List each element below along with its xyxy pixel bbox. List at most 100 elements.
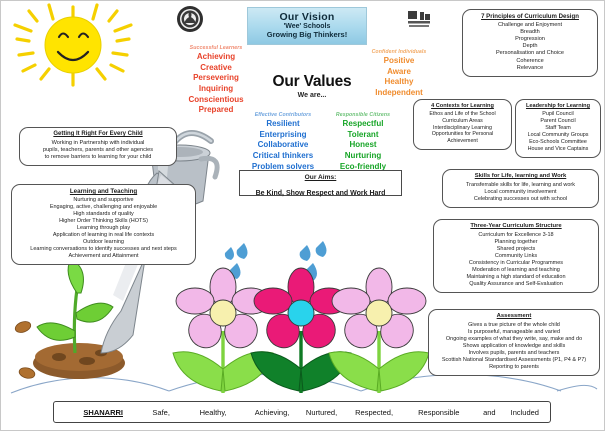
box-line: Consistency in Curricular Programmes — [468, 259, 564, 266]
skills-box: Skills for Life, learning and Work Trans… — [442, 169, 599, 208]
council-emblem-logo — [407, 9, 431, 29]
box-line: Gives a true picture of the whole child — [468, 321, 560, 328]
box-line: Working in Partnership with individual — [51, 139, 145, 146]
flower-right-icon — [328, 267, 430, 393]
box-line: Breadth — [520, 28, 540, 35]
values-subtitle: We are... — [297, 92, 327, 99]
value-item: Independent — [375, 87, 423, 97]
value-item: Nurturing — [344, 150, 382, 160]
box-line: Community Links — [494, 252, 538, 259]
box-line: Depth — [522, 43, 538, 50]
value-item: Resilient — [266, 119, 300, 128]
vision-title: Our Vision — [279, 11, 335, 23]
group-label: Effective Contributors — [254, 112, 312, 118]
leadership-box: Leadership for Learning Pupil Council Pa… — [515, 99, 601, 158]
box-line: Moderation of learning and teaching — [472, 266, 560, 273]
value-item: Creative — [200, 62, 232, 72]
box-line: Application of learning in real life con… — [52, 232, 155, 239]
box-line: High standards of quality — [73, 211, 134, 217]
box-line: Staff Team — [545, 124, 571, 131]
shanarri-word: Achieving, — [254, 407, 290, 417]
shanarri-word: and — [483, 407, 496, 417]
box-line: Ongoing examples of what they write, say… — [445, 335, 583, 342]
value-item: Persevering — [193, 73, 239, 83]
box-line: Relevance — [516, 64, 544, 71]
box-line: Involves pupils, parents and teachers — [468, 349, 560, 356]
box-title: Three-Year Curriculum Structure — [470, 223, 562, 229]
box-title: 4 Contexts for Learning — [431, 103, 494, 109]
vision-banner: Our Vision 'Wee' Schools Growing Big Thi… — [247, 7, 367, 45]
box-line: Higher Order Thinking Skills (HOTS) — [59, 218, 148, 225]
box-line: House and Vice Captains — [527, 145, 589, 152]
box-line: Coherence — [516, 57, 544, 64]
contexts-box: 4 Contexts for Learning Ethos and Life o… — [413, 99, 512, 150]
group-label: Confident Individuals — [371, 49, 427, 55]
shanarri-word: Respected, — [355, 407, 394, 417]
value-item: Critical thinkers — [252, 150, 314, 160]
value-item: Achieving — [196, 52, 236, 61]
sun-icon — [13, 3, 133, 87]
value-item: Honest — [349, 140, 377, 150]
box-line: Quality Assurance and Self-Evaluation — [469, 280, 563, 287]
value-item: Tolerant — [347, 129, 379, 139]
box-line: Pupil Council — [542, 111, 574, 118]
curriculum-structure-box: Three-Year Curriculum Structure Curricul… — [433, 219, 599, 293]
box-line: Planning together — [494, 238, 538, 245]
shanarri-label: SHANARRI — [83, 407, 123, 417]
box-line: Transferrable skills for life, learning … — [466, 181, 575, 188]
box-line: Learning through play — [76, 225, 131, 232]
box-line: Celebrating successes out with school — [473, 195, 568, 202]
box-line: pupils, teachers, parents and other agen… — [42, 146, 154, 153]
box-line: Outdoor learning — [83, 239, 124, 246]
value-item: Aware — [387, 66, 411, 76]
vision-line1: 'Wee' Schools — [283, 23, 331, 30]
box-line: Shows application of knowledge and skill… — [462, 342, 566, 349]
value-item: Prepared — [198, 105, 234, 115]
group-label: Responsible Citizens — [335, 112, 391, 118]
box-line: Personalisation and Choice — [495, 50, 565, 57]
box-title: Skills for Life, learning and Work — [474, 173, 567, 179]
values-title-block: Our Values We are... — [257, 73, 367, 99]
assessment-box: Assessment Gives a true picture of the w… — [428, 309, 600, 376]
vision-line2: Growing Big Thinkers! — [266, 30, 348, 39]
box-line: Achievement — [447, 138, 478, 145]
flower-left-icon — [172, 267, 274, 393]
box-line: Scottish National Standardised Assessmen… — [441, 356, 587, 363]
box-title: Leadership for Learning — [525, 103, 591, 109]
water-drops-icon — [224, 239, 465, 281]
box-line: Opportunities for Personal — [431, 131, 494, 138]
box-title: Learning and Teaching — [69, 188, 138, 195]
shanarri-word: Safe, — [152, 407, 170, 417]
seedling-icon — [14, 258, 125, 379]
box-line: Curriculum for Excellence 3-18 — [478, 231, 554, 238]
box-title: 7 Principles of Curriculum Design — [481, 13, 579, 20]
box-line: Interdisciplinary Learning — [433, 124, 492, 131]
value-item: Inquiring — [198, 83, 234, 93]
value-group-effective-contributors: Effective Contributors Resilient Enterpr… — [241, 112, 325, 172]
box-line: Local Community Groups — [527, 131, 589, 138]
box-line: Challenge and Enjoyment — [497, 21, 563, 28]
value-group-responsible-citizens: Responsible Citizens Respectful Tolerant… — [323, 112, 403, 172]
shanarri-word: Nurtured, — [305, 407, 338, 417]
shanarri-word: Responsible — [418, 407, 460, 417]
box-line: Maintaining a high standard of education — [466, 273, 566, 280]
aims-text: Be Kind, Show Respect and Work Hard — [255, 189, 386, 197]
school-crest-logo — [177, 6, 203, 32]
value-item: Enterprising — [259, 129, 307, 139]
shanarri-word: Included — [510, 407, 539, 417]
box-line: Ethos and Life of the School — [429, 111, 496, 118]
box-line: Nurturing and supportive — [73, 196, 134, 203]
box-line: Local community involvement — [484, 188, 557, 195]
box-line: Progression — [515, 36, 545, 43]
aims-box: Our Aims: Be Kind, Show Respect and Work… — [239, 170, 402, 197]
value-item: Eco-friendly — [339, 161, 387, 171]
box-line: Parent Council — [540, 118, 576, 125]
value-item: Respectful — [342, 119, 384, 128]
box-line: Eco-Schools Committee — [529, 138, 587, 145]
box-line: Learning conversations to identify succe… — [30, 246, 177, 253]
box-line: Is purposeful, manageable and varied — [467, 328, 561, 335]
value-item: Problem solvers — [251, 161, 315, 171]
shanarri-word: Healthy, — [199, 407, 227, 417]
box-title: Assessment — [496, 313, 532, 319]
